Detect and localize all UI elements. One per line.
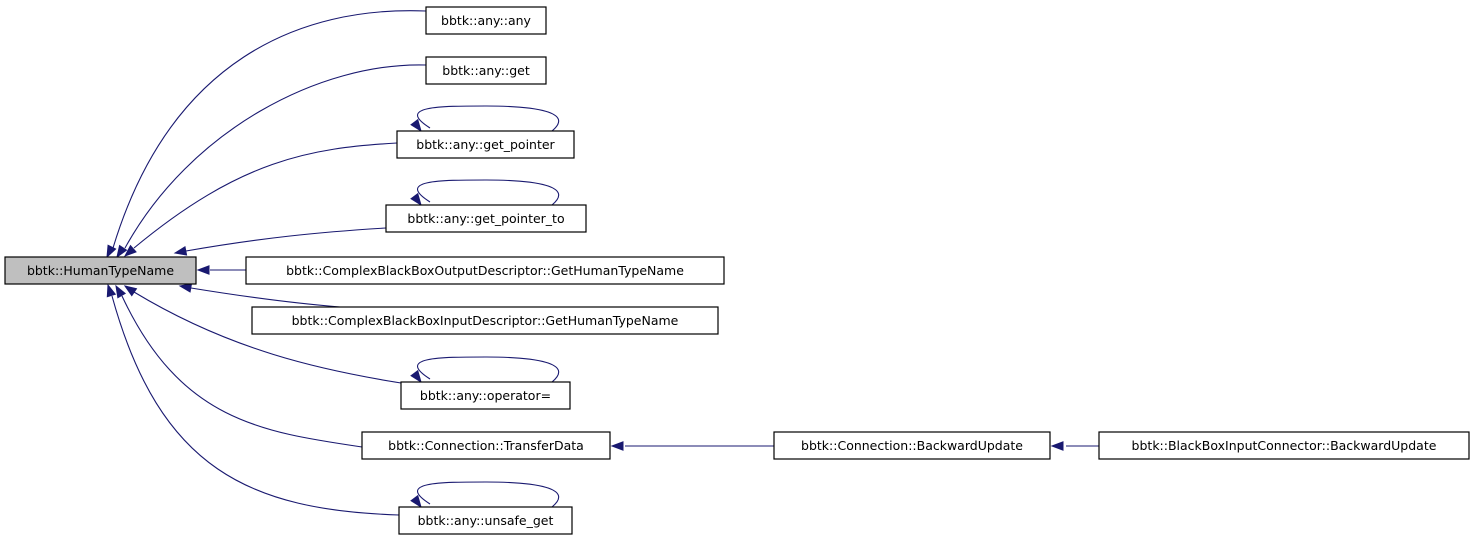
node-label: bbtk::any::any	[441, 13, 532, 28]
node-box[interactable]	[245, 256, 725, 285]
edge-any-unsafe-get-to-any-unsafe-get	[410, 481, 560, 509]
edge-any-operator-assign-to-human-type-name	[123, 285, 402, 384]
edge-line	[124, 64, 427, 249]
edge-line	[416, 179, 560, 206]
node-box[interactable]	[1098, 431, 1470, 460]
edge-line	[416, 105, 560, 132]
arrowhead-icon	[116, 244, 128, 259]
arrowhead-icon	[106, 244, 117, 259]
node-box[interactable]	[425, 6, 547, 35]
edge-any-get-pointer-to-to-human-type-name	[173, 227, 387, 256]
edge-any-get-pointer-to-human-type-name	[123, 142, 398, 257]
edge-connection-transfer-data-to-human-type-name	[115, 284, 363, 448]
arrowhead-icon	[115, 284, 127, 299]
node-any-operator-assign[interactable]: bbtk::any::operator=	[400, 381, 571, 410]
node-connection-transfer-data[interactable]: bbtk::Connection::TransferData	[361, 431, 611, 460]
edge-line	[121, 295, 363, 448]
node-label: bbtk::Connection::BackwardUpdate	[801, 438, 1023, 453]
node-complex-input-get-human-type-name[interactable]: bbtk::ComplexBlackBoxInputDescriptor::Ge…	[251, 306, 719, 335]
edge-any-get-pointer-to-to-any-get-pointer-to	[410, 179, 560, 207]
node-label: bbtk::HumanTypeName	[27, 263, 174, 278]
arrowhead-icon	[1050, 441, 1064, 451]
arrowhead-icon	[106, 283, 117, 298]
node-label: bbtk::any::get_pointer	[416, 137, 555, 152]
arrowhead-icon	[123, 285, 138, 297]
edge-line	[185, 227, 387, 252]
node-label: bbtk::ComplexBlackBoxOutputDescriptor::G…	[286, 263, 684, 278]
edge-line	[190, 287, 341, 308]
node-label: bbtk::any::operator=	[420, 388, 551, 403]
node-box[interactable]	[398, 506, 573, 535]
arrowhead-icon	[123, 244, 137, 257]
arrowhead-icon	[196, 265, 210, 275]
edge-any-get-to-human-type-name	[116, 64, 427, 259]
node-box[interactable]	[361, 431, 611, 460]
edge-line	[416, 481, 560, 508]
node-box[interactable]	[251, 306, 719, 335]
node-blackbox-input-connector-backward-update[interactable]: bbtk::BlackBoxInputConnector::BackwardUp…	[1098, 431, 1470, 460]
node-box[interactable]	[396, 130, 575, 159]
node-label: bbtk::ComplexBlackBoxInputDescriptor::Ge…	[292, 313, 679, 328]
arrowhead-icon	[410, 494, 422, 509]
node-label: bbtk::Connection::TransferData	[388, 438, 584, 453]
edge-line	[133, 291, 402, 384]
nodes-layer: bbtk::HumanTypeName bbtk::any::anybbtk::a…	[4, 6, 1470, 535]
edge-complex-output-get-human-type-name-to-human-type-name	[196, 265, 246, 275]
edge-any-operator-assign-to-any-operator-assign	[410, 356, 560, 384]
node-complex-output-get-human-type-name[interactable]: bbtk::ComplexBlackBoxOutputDescriptor::G…	[245, 256, 725, 285]
edge-any-unsafe-get-to-human-type-name	[106, 283, 400, 516]
node-any-get-pointer-to[interactable]: bbtk::any::get_pointer_to	[385, 204, 587, 233]
node-box[interactable]	[4, 256, 197, 285]
edge-connection-backward-update-to-connection-transfer-data	[610, 441, 774, 451]
node-connection-backward-update[interactable]: bbtk::Connection::BackwardUpdate	[773, 431, 1051, 460]
node-any-get[interactable]: bbtk::any::get	[425, 56, 547, 85]
arrowhead-icon	[178, 283, 193, 293]
node-any-unsafe-get[interactable]: bbtk::any::unsafe_get	[398, 506, 573, 535]
arrowhead-icon	[610, 441, 624, 451]
edge-line	[111, 295, 400, 516]
node-label: bbtk::any::get_pointer_to	[407, 211, 564, 226]
node-box[interactable]	[425, 56, 547, 85]
edge-blackbox-input-connector-backward-update-to-connection-backward-update	[1050, 441, 1099, 451]
node-any-get-pointer[interactable]: bbtk::any::get_pointer	[396, 130, 575, 159]
edge-line	[112, 10, 427, 249]
node-label: bbtk::any::get	[442, 63, 530, 78]
edge-line	[416, 356, 560, 383]
edge-any-any-to-human-type-name	[106, 10, 427, 259]
arrowhead-icon	[410, 192, 422, 207]
node-any-any[interactable]: bbtk::any::any	[425, 6, 547, 35]
node-label: bbtk::any::unsafe_get	[418, 513, 554, 528]
edge-complex-input-get-human-type-name-to-human-type-name	[178, 283, 341, 308]
arrowhead-icon	[410, 369, 422, 384]
edge-any-get-pointer-to-any-get-pointer	[410, 105, 560, 133]
node-box[interactable]	[773, 431, 1051, 460]
node-human-type-name[interactable]: bbtk::HumanTypeName	[4, 256, 197, 285]
edge-line	[133, 142, 398, 249]
node-box[interactable]	[385, 204, 587, 233]
arrowhead-icon	[410, 118, 422, 133]
arrowhead-icon	[173, 245, 188, 256]
edges-layer	[106, 10, 1099, 516]
node-label: bbtk::BlackBoxInputConnector::BackwardUp…	[1132, 438, 1437, 453]
node-box[interactable]	[400, 381, 571, 410]
